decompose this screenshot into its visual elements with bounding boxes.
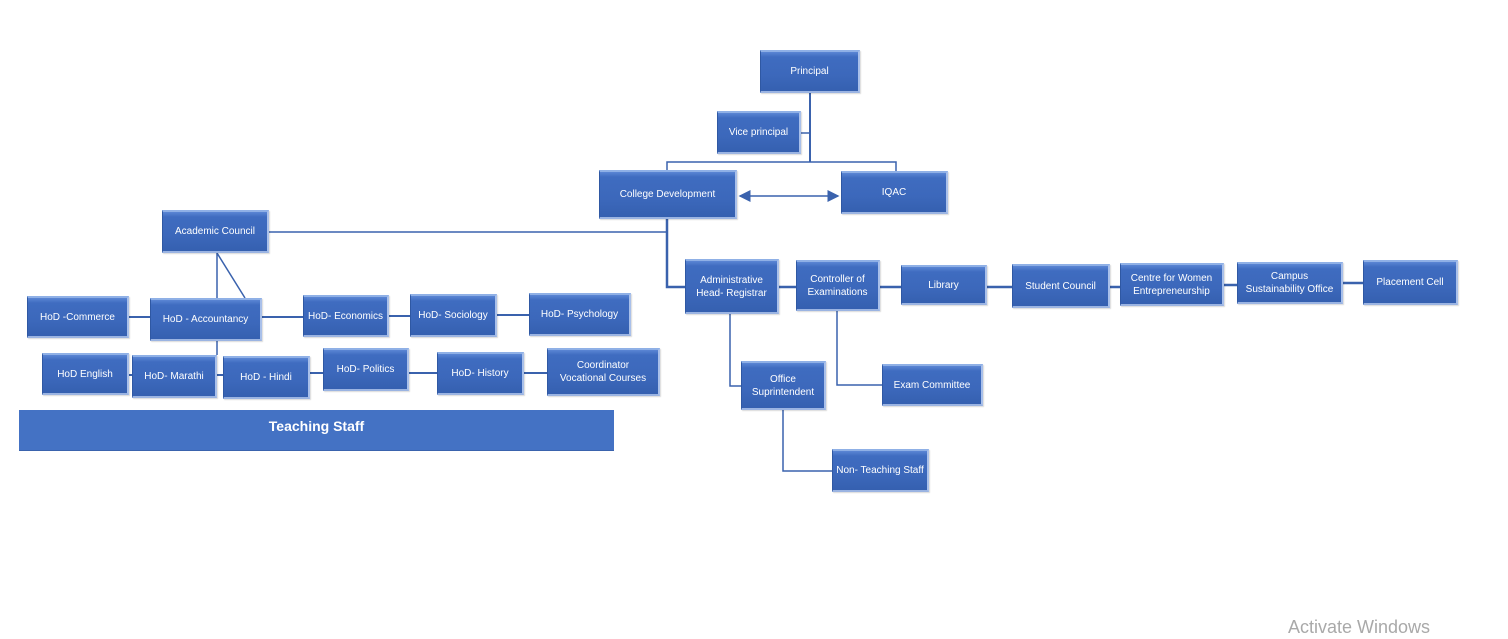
node-hod-english: HoD English (42, 353, 129, 395)
node-student-council: Student Council (1012, 264, 1110, 308)
node-hod-accountancy: HoD - Accountancy (150, 298, 262, 341)
node-coordinator-vocational: Coordinator Vocational Courses (547, 348, 660, 396)
node-hod-history: HoD- History (437, 352, 524, 395)
node-controller-exams: Controller of Examinations (796, 260, 880, 311)
node-hod-economics: HoD- Economics (303, 295, 389, 337)
node-hod-commerce: HoD -Commerce (27, 296, 129, 338)
node-admin-registrar: Administrative Head- Registrar (685, 259, 779, 314)
node-library: Library (901, 265, 987, 305)
node-vice-principal: Vice principal (717, 111, 801, 154)
node-exam-committee: Exam Committee (882, 364, 983, 406)
teaching-staff-banner: Teaching Staff (19, 410, 614, 451)
activate-windows-watermark: Activate Windows (1288, 617, 1431, 637)
node-hod-psychology: HoD- Psychology (529, 293, 631, 336)
node-hod-marathi: HoD- Marathi (132, 355, 217, 398)
node-office-superintendent: Office Suprintendent (741, 361, 826, 410)
node-placement-cell: Placement Cell (1363, 260, 1458, 305)
node-hod-politics: HoD- Politics (323, 348, 409, 391)
node-academic-council: Academic Council (162, 210, 269, 253)
node-campus-sustainability: Campus Sustainability Office (1237, 262, 1343, 304)
node-college-development: College Development (599, 170, 737, 219)
node-iqac: IQAC (841, 171, 948, 214)
node-women-entrepreneurship: Centre for Women Entrepreneurship (1120, 263, 1224, 306)
node-non-teaching-staff: Non- Teaching Staff (832, 449, 929, 492)
node-hod-sociology: HoD- Sociology (410, 294, 497, 337)
node-hod-hindi: HoD - Hindi (223, 356, 310, 399)
node-principal: Principal (760, 50, 860, 93)
